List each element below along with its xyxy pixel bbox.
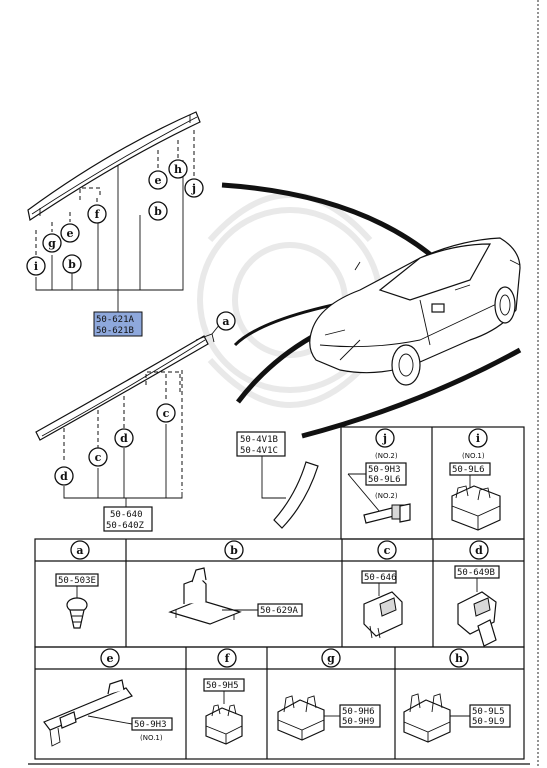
svg-text:(NO.1): (NO.1) [462, 452, 485, 460]
svg-text:b: b [230, 544, 238, 557]
svg-text:50-640: 50-640 [110, 510, 143, 520]
callout-e-upper-left[interactable]: e [60, 223, 80, 243]
svg-text:50-9H9: 50-9H9 [342, 717, 375, 727]
car-illustration [221, 182, 522, 439]
svg-text:50-649B: 50-649B [457, 568, 495, 578]
svg-text:c: c [384, 544, 391, 557]
svg-text:(NO.2): (NO.2) [375, 492, 398, 500]
callout-b-panel[interactable]: b [224, 540, 244, 560]
svg-text:50-9L5: 50-9L5 [472, 707, 505, 717]
svg-text:50-9H3: 50-9H3 [134, 720, 167, 730]
svg-text:50-4V1B: 50-4V1B [240, 435, 278, 445]
svg-text:e: e [67, 227, 74, 240]
callout-j-panel[interactable]: j [375, 428, 395, 448]
part-label-upper-molding[interactable]: 50-621A 50-621B [93, 311, 143, 337]
lower-molding [35, 323, 221, 507]
svg-text:e: e [155, 174, 162, 187]
callout-f-upper[interactable]: f [87, 204, 107, 224]
svg-text:a: a [222, 315, 229, 328]
callout-e-panel[interactable]: e [100, 648, 120, 668]
svg-text:50-9L9: 50-9L9 [472, 717, 505, 727]
svg-text:50-9L6: 50-9L6 [452, 465, 485, 475]
callout-g-panel[interactable]: g [321, 648, 341, 668]
svg-text:b: b [68, 258, 76, 271]
panel-a: 50-503E [55, 573, 99, 629]
svg-text:50-9L6: 50-9L6 [368, 475, 401, 485]
svg-text:50-9H5: 50-9H5 [206, 681, 239, 691]
panel-d: 50-649B [454, 565, 500, 647]
upper-molding [27, 111, 201, 312]
callout-i-upper[interactable]: i [26, 256, 46, 276]
svg-text:50-621A: 50-621A [96, 315, 135, 325]
panel-b: 50-629A [168, 567, 303, 625]
callout-h-upper[interactable]: h [168, 159, 188, 179]
callout-b-upper-left[interactable]: b [62, 254, 82, 274]
panel-grid-bottom [34, 646, 525, 760]
callout-c-lower-left[interactable]: c [88, 447, 108, 467]
panel-i: (NO.1) 50-9L6 [449, 452, 501, 531]
callout-a-lower[interactable]: a [216, 311, 236, 331]
callout-c-lower-right[interactable]: c [156, 403, 176, 423]
svg-text:(NO.2): (NO.2) [375, 452, 398, 460]
svg-text:50-4V1C: 50-4V1C [240, 446, 278, 456]
svg-text:h: h [455, 652, 463, 665]
callout-d-panel[interactable]: d [469, 540, 489, 560]
svg-text:50-503E: 50-503E [58, 576, 96, 586]
callout-b-upper-right[interactable]: b [148, 201, 168, 221]
svg-text:i: i [476, 432, 480, 445]
callout-c-panel[interactable]: c [377, 540, 397, 560]
svg-text:c: c [163, 407, 170, 420]
svg-text:50-640Z: 50-640Z [106, 521, 145, 531]
svg-text:d: d [60, 470, 68, 483]
svg-text:50-629A: 50-629A [260, 606, 299, 616]
callout-a-panel[interactable]: a [70, 540, 90, 560]
svg-text:(NO.1): (NO.1) [140, 734, 163, 742]
callout-e-upper-right[interactable]: e [148, 170, 168, 190]
svg-text:d: d [120, 432, 128, 445]
callout-i-panel[interactable]: i [468, 428, 488, 448]
panel-h: 50-9L5 50-9L9 [403, 693, 511, 743]
weatherstrip-part [261, 456, 319, 529]
svg-text:g: g [48, 237, 56, 250]
callout-d-lower-mid[interactable]: d [114, 428, 134, 448]
callout-h-panel[interactable]: h [449, 648, 469, 668]
panel-e: 50-9H3 (NO.1) [43, 679, 173, 747]
svg-text:50-9H6: 50-9H6 [342, 707, 375, 717]
panel-g: 50-9H6 50-9H9 [277, 695, 381, 741]
callout-d-lower-left[interactable]: d [54, 466, 74, 486]
svg-text:f: f [225, 652, 231, 665]
panel-grid-middle [34, 538, 525, 648]
svg-text:a: a [76, 544, 83, 557]
panel-f: 50-9H5 [203, 678, 245, 745]
svg-text:d: d [475, 544, 483, 557]
panel-c: 50-646 [361, 570, 403, 639]
svg-text:50-646: 50-646 [364, 573, 397, 583]
svg-text:i: i [34, 260, 38, 273]
svg-text:50-9H3: 50-9H3 [368, 465, 401, 475]
svg-text:g: g [327, 652, 335, 665]
svg-text:j: j [191, 182, 196, 195]
svg-text:j: j [382, 432, 387, 445]
panel-j: (NO.2) 50-9H3 50-9L6 (NO.2) [347, 452, 411, 524]
svg-text:50-621B: 50-621B [96, 326, 134, 336]
svg-text:c: c [95, 451, 102, 464]
part-label-weatherstrip[interactable]: 50-4V1B 50-4V1C [236, 431, 286, 457]
callout-j-upper[interactable]: j [184, 178, 204, 198]
svg-text:b: b [154, 205, 162, 218]
callout-f-panel[interactable]: f [217, 648, 237, 668]
callout-g-upper[interactable]: g [42, 233, 62, 253]
svg-text:h: h [174, 163, 182, 176]
svg-text:e: e [107, 652, 114, 665]
svg-text:f: f [95, 208, 101, 221]
part-label-lower-molding[interactable]: 50-640 50-640Z [103, 506, 153, 532]
